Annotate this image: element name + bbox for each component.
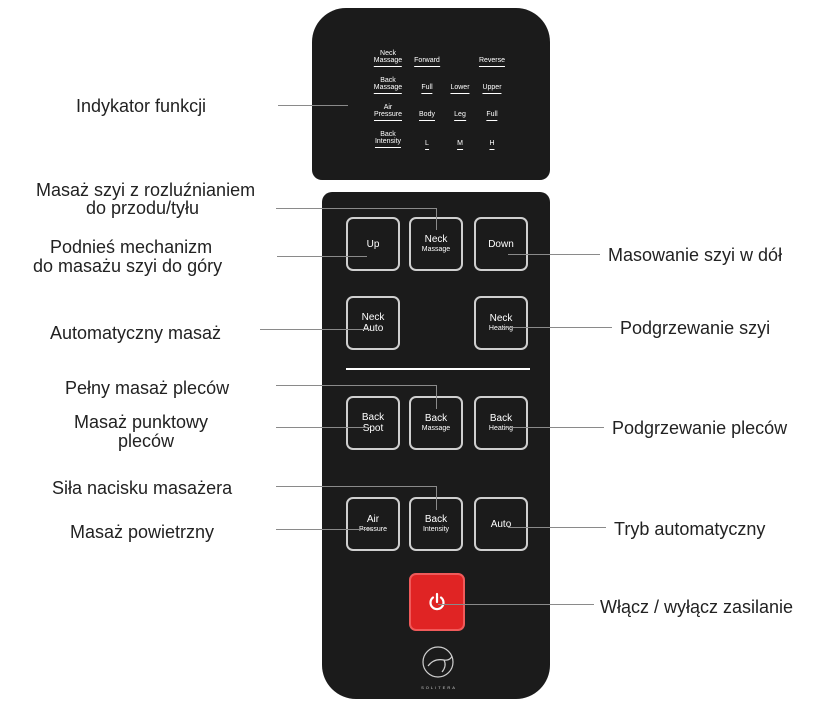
label-indicator: Indykator funkcji xyxy=(76,96,207,116)
leader-neck-forward xyxy=(276,208,436,209)
indicator-leg: Leg xyxy=(454,111,466,121)
label-neck-heat: Podgrzewanie szyi xyxy=(620,318,771,338)
power-icon xyxy=(429,592,445,611)
leader-spot xyxy=(276,427,370,428)
label-raise-2: do masażu szyi do góry xyxy=(33,256,223,276)
indicator-forward: Forward xyxy=(414,57,440,67)
power-button[interactable] xyxy=(409,573,465,631)
leader-auto-massage xyxy=(260,329,370,330)
label-intensity: Siła nacisku masażera xyxy=(52,478,233,498)
up-button[interactable]: Up xyxy=(346,217,400,271)
indicator-medium: M xyxy=(457,140,463,150)
indicator-reverse: Reverse xyxy=(478,57,506,67)
leader-neck-down xyxy=(508,254,600,255)
leader-back-heat xyxy=(504,427,604,428)
brand-wordmark: SOLITERA xyxy=(421,685,457,690)
leader-raise xyxy=(277,256,367,257)
label-power: Włącz / wyłącz zasilanie xyxy=(600,597,794,617)
label-neck-forward-2: do przodu/tyłu xyxy=(86,198,200,218)
label-spot-2: pleców xyxy=(118,431,175,451)
down-button[interactable]: Down xyxy=(474,217,528,271)
label-auto-massage: Automatyczny masaż xyxy=(50,323,222,343)
leader-air xyxy=(276,529,372,530)
brand-logo-icon xyxy=(422,646,454,678)
label-full-back: Pełny masaż pleców xyxy=(65,378,230,398)
leader-intensity-v xyxy=(436,486,437,510)
indicator-back-intensity: Back Intensity xyxy=(374,131,402,148)
leader-indicator xyxy=(278,105,348,106)
leader-power xyxy=(438,604,594,605)
label-spot-1: Masaż punktowy xyxy=(74,412,209,432)
label-auto-mode: Tryb automatyczny xyxy=(614,519,766,539)
label-neck-forward-1: Masaż szyi z rozluźnianiem xyxy=(36,180,256,200)
indicator-full-air: Full xyxy=(486,111,498,121)
indicator-neck-massage: Neck Massage xyxy=(373,50,403,67)
label-neck-down: Masowanie szyi w dół xyxy=(608,245,783,265)
indicator-high: H xyxy=(489,140,495,150)
label-raise-1: Podnieś mechanizm xyxy=(50,237,213,257)
indicator-low: L xyxy=(425,140,429,150)
leader-intensity xyxy=(276,486,436,487)
leader-neck-forward-v xyxy=(436,208,437,230)
leader-full-back xyxy=(276,385,436,386)
divider xyxy=(346,368,530,370)
leader-auto-mode xyxy=(508,527,606,528)
indicator-air-pressure: Air Pressure xyxy=(373,104,403,121)
indicator-body: Body xyxy=(419,111,435,121)
leader-full-back-v xyxy=(436,385,437,409)
indicator-panel xyxy=(312,8,550,180)
leader-neck-heat xyxy=(502,327,612,328)
auto-button[interactable]: Auto xyxy=(474,497,528,551)
indicator-upper: Upper xyxy=(482,84,502,94)
label-air: Masaż powietrzny xyxy=(70,522,215,542)
label-back-heat: Podgrzewanie pleców xyxy=(612,418,788,438)
indicator-full: Full xyxy=(421,84,433,94)
indicator-back-massage: Back Massage xyxy=(373,77,403,94)
indicator-lower: Lower xyxy=(450,84,470,94)
